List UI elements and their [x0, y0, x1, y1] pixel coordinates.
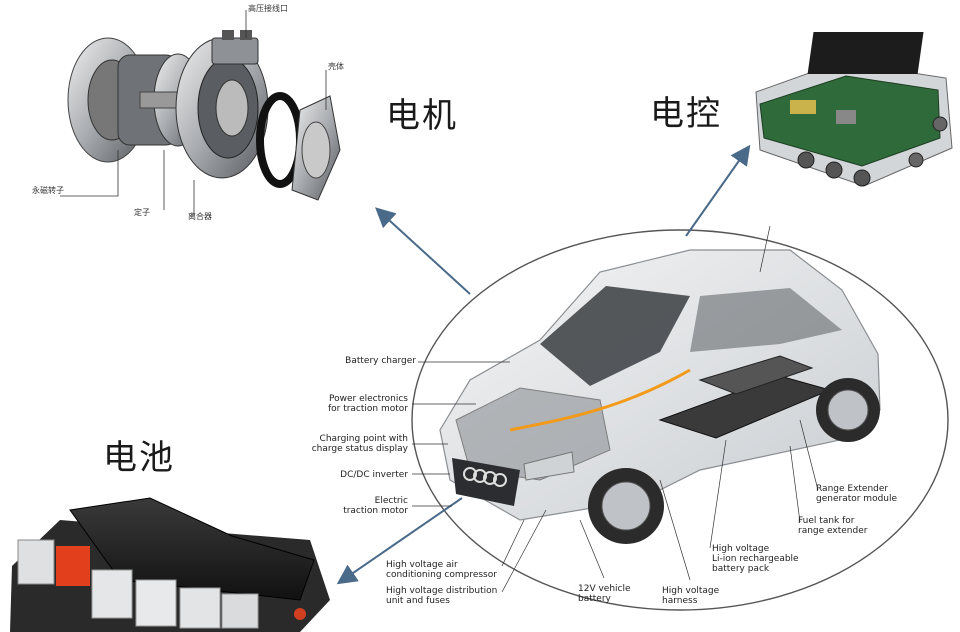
motor-part-stator: 定子	[134, 208, 150, 217]
callout-dcdc: DC/DC inverter	[340, 470, 408, 480]
battery-label: 电池	[103, 438, 175, 478]
motor-part-clutch: 离合器	[188, 212, 212, 221]
arrow-to-battery	[336, 497, 463, 585]
callout-power-electronics: Power electronics for traction motor	[327, 394, 408, 414]
arrow-to-motor	[375, 207, 471, 295]
car-ellipse	[411, 229, 949, 611]
motor-part-hv-connector: 高压接线口	[248, 4, 288, 13]
callout-range-extender: Range Extender generator module	[816, 484, 898, 504]
callout-hv-battery: High voltage Li-ion rechargeable battery…	[712, 544, 799, 574]
callout-fuel-tank: Fuel tank for range extender	[798, 516, 868, 536]
car-illustration	[412, 225, 881, 593]
controller-label: 电控	[650, 94, 722, 134]
motor-illustration	[60, 10, 341, 215]
controller-illustration	[755, 32, 953, 187]
arrow-to-controller	[685, 144, 751, 237]
callout-electric-motor: Electric traction motor	[343, 496, 408, 516]
callout-battery-charger: Battery charger	[345, 356, 416, 366]
callout-hv-air: High voltage air conditioning compressor	[386, 560, 497, 580]
motor-part-rotor: 永磁转子	[32, 186, 64, 195]
callout-hv-harness: High voltage harness	[662, 586, 720, 606]
callout-hv-distribution: High voltage distribution unit and fuses	[386, 586, 498, 606]
callout-charging-point: Charging point with charge status displa…	[311, 434, 408, 454]
callout-vehicle-battery: 12V vehicle battery	[578, 584, 631, 604]
motor-label: 电机	[386, 96, 458, 136]
battery-illustration	[10, 497, 330, 632]
motor-part-housing: 壳体	[328, 62, 344, 71]
